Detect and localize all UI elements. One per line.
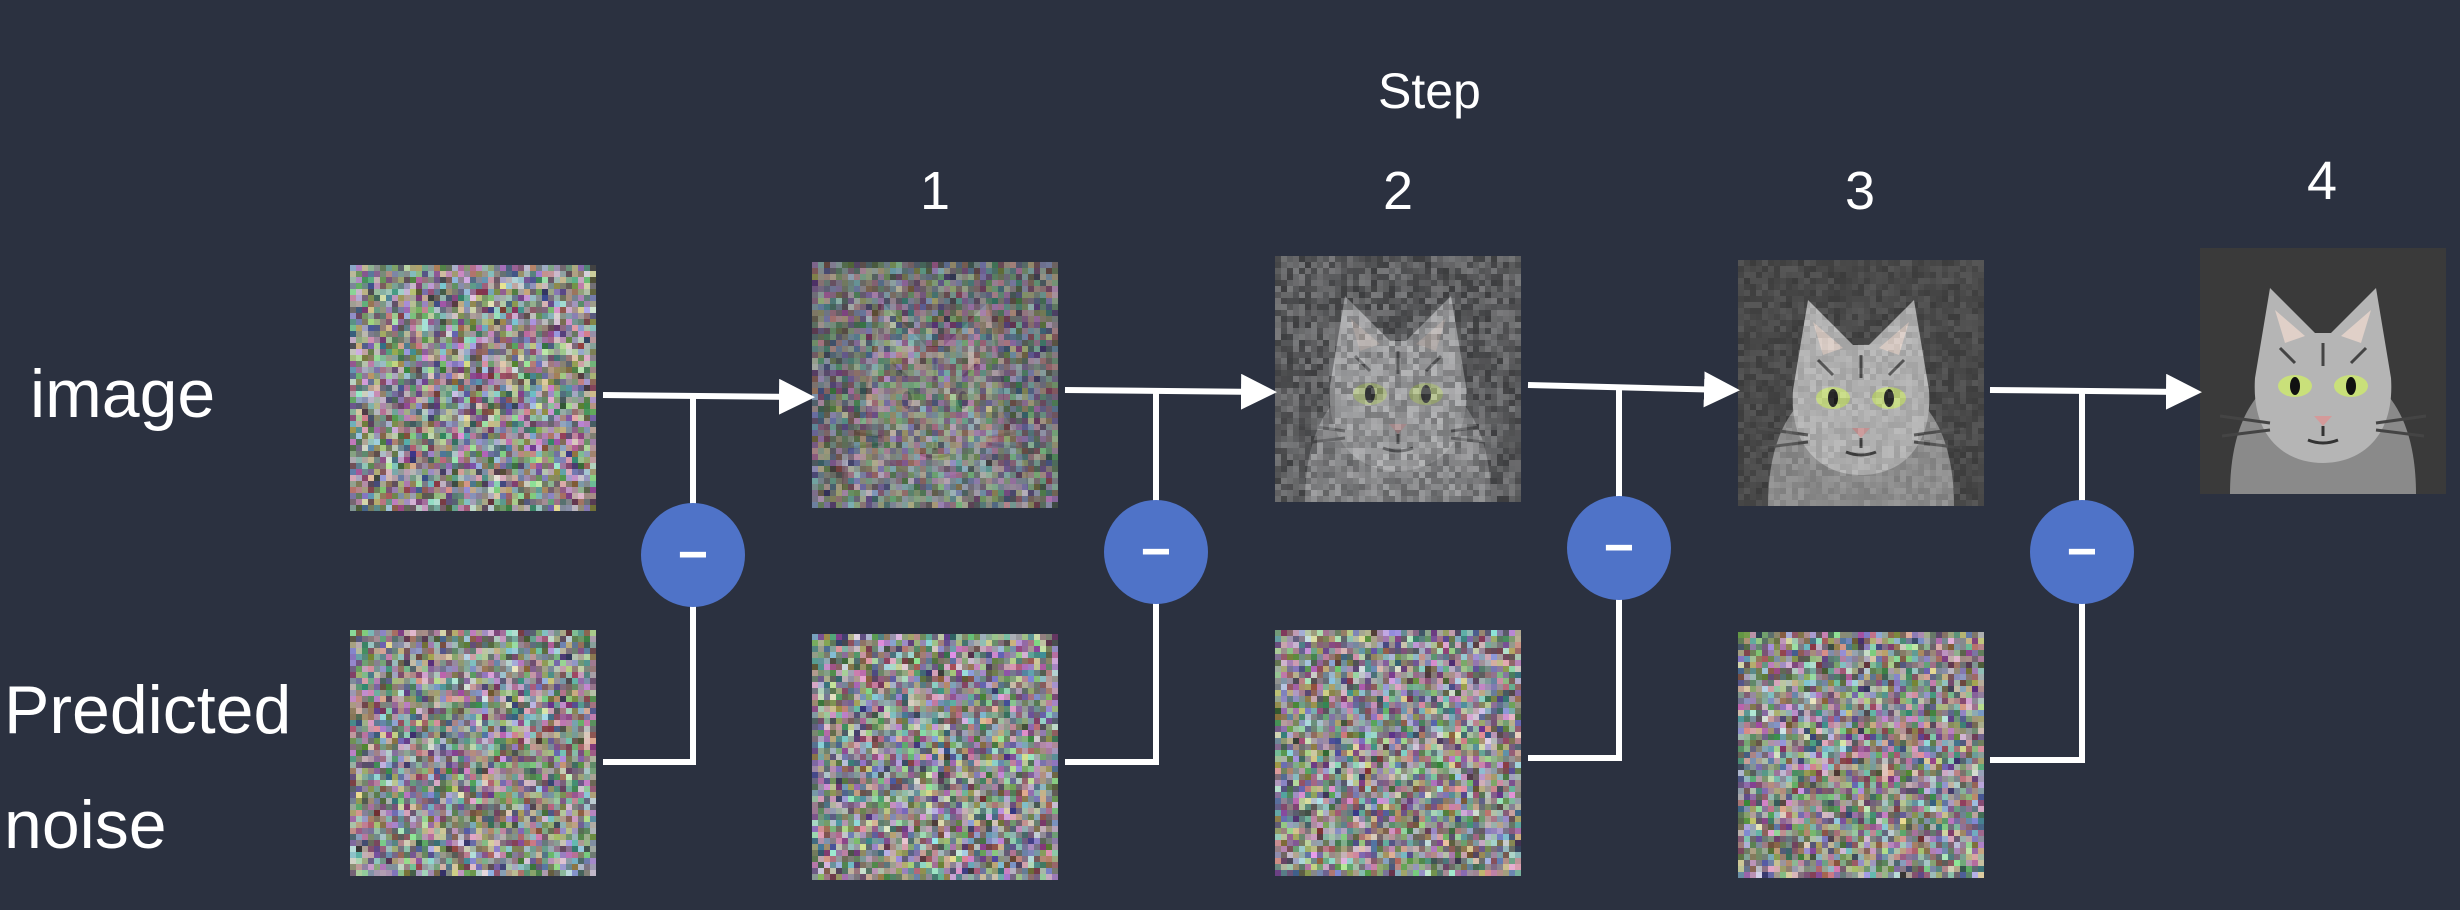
image-tile-step-4: [2200, 248, 2446, 494]
minus-operator-1: [641, 503, 745, 607]
image-tile-noise: [350, 265, 596, 511]
step-number-3: 3: [1844, 161, 1876, 221]
minus-operator-2: [1104, 500, 1208, 604]
noise-connector-3: [1528, 385, 1622, 761]
subtract-operators: − − − −: [641, 496, 2134, 607]
noise-tile-4: [1738, 632, 1984, 878]
minus-operator-3: [1567, 496, 1671, 600]
minus-sign-3: −: [1604, 519, 1634, 577]
noise-tile-1: [350, 630, 596, 876]
minus-sign-2: −: [1141, 523, 1171, 581]
image-tile-step-3: [1738, 260, 1984, 506]
minus-operator-4: [2030, 500, 2134, 604]
arrow-to-step-2: [1064, 373, 1277, 410]
noise-connector-2: [1065, 390, 1159, 765]
row-label-predicted-noise: Predicted noise: [4, 653, 291, 883]
noise-connector-4: [1990, 390, 2085, 763]
image-tile-step-1: [812, 262, 1058, 508]
arrow-to-step-1: [602, 378, 815, 415]
arrow-to-step-3: [1527, 371, 1740, 408]
noise-connector-1: [603, 395, 696, 765]
step-number-2: 2: [1382, 161, 1414, 221]
minus-sign-4: −: [2067, 523, 2097, 581]
minus-sign-1: −: [678, 526, 708, 584]
step-title: Step: [1378, 63, 1481, 119]
row-label-predicted: Predicted: [4, 672, 292, 748]
noise-tile-2: [812, 634, 1058, 880]
row-label-noise: noise: [4, 787, 167, 863]
row-label-image: image: [30, 356, 216, 432]
arrow-to-step-4: [1989, 373, 2202, 410]
step-number-4: 4: [2306, 151, 2338, 211]
noise-tile-3: [1275, 630, 1521, 876]
image-tile-step-2: [1275, 256, 1521, 502]
step-number-1: 1: [919, 161, 951, 221]
